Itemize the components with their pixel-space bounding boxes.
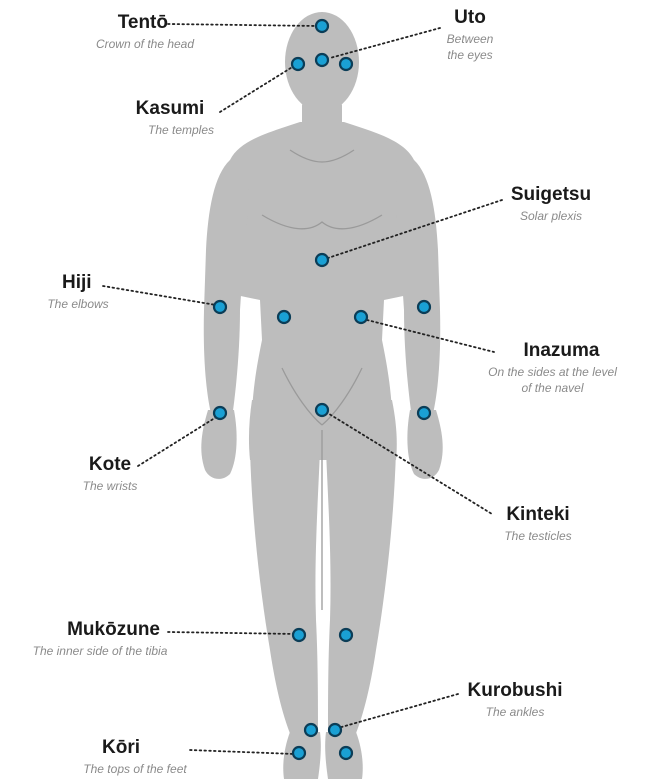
label-kori: Kōri The tops of the feet (60, 737, 210, 777)
label-inazuma-name: Inazuma (460, 340, 645, 362)
label-uto: Uto Between the eyes (430, 7, 510, 62)
label-tento-desc: Crown of the head (70, 38, 220, 52)
label-suigetsu-desc: Solar plexis (496, 210, 606, 224)
label-kote-desc: The wrists (60, 480, 160, 494)
label-suigetsu-name: Suigetsu (496, 184, 606, 206)
point-kurobushi-left (305, 724, 317, 736)
label-kurobushi-name: Kurobushi (450, 680, 580, 702)
right-leg-shape (326, 450, 396, 738)
label-tento: Tentō Crown of the head (70, 12, 220, 52)
left-leg-shape (250, 450, 320, 738)
label-kurobushi-desc: The ankles (450, 706, 580, 720)
right-hand-shape (407, 410, 442, 479)
label-kinteki-desc: The testicles (483, 530, 593, 544)
label-uto-desc-1: Between (430, 33, 510, 47)
point-kurobushi-right (329, 724, 341, 736)
label-hiji-name: Hiji (28, 272, 128, 294)
label-kori-desc: The tops of the feet (60, 763, 210, 777)
point-hiji-left (214, 301, 226, 313)
label-mukozune-desc: The inner side of the tibia (0, 645, 200, 659)
point-inazuma-left (278, 311, 290, 323)
label-kote-name: Kote (60, 454, 160, 476)
label-tento-name: Tentō (70, 12, 220, 34)
label-kasumi: Kasumi The temples (110, 98, 230, 138)
leader-kasumi (220, 66, 294, 112)
label-hiji-desc: The elbows (28, 298, 128, 312)
body-silhouette (201, 12, 442, 779)
label-hiji: Hiji The elbows (28, 272, 128, 312)
label-inazuma-desc-1: On the sides at the level (460, 366, 645, 380)
label-kori-name: Kōri (60, 737, 210, 759)
label-kinteki-name: Kinteki (483, 504, 593, 526)
point-mukozune-right (340, 629, 352, 641)
label-mukozune-name: Mukōzune (0, 619, 200, 641)
point-kasumi-left (292, 58, 304, 70)
label-kurobushi: Kurobushi The ankles (450, 680, 580, 720)
label-suigetsu: Suigetsu Solar plexis (496, 184, 606, 224)
label-kinteki: Kinteki The testicles (483, 504, 593, 544)
point-uto (316, 54, 328, 66)
point-inazuma-right (355, 311, 367, 323)
point-kote-right (418, 407, 430, 419)
label-kasumi-desc: The temples (110, 124, 230, 138)
left-hand-shape (201, 410, 236, 479)
label-uto-name: Uto (430, 7, 510, 29)
label-kote: Kote The wrists (60, 454, 160, 494)
label-inazuma-desc-2: of the navel (460, 382, 645, 396)
point-kinteki (316, 404, 328, 416)
point-kote-left (214, 407, 226, 419)
point-mukozune-left (293, 629, 305, 641)
point-suigetsu (316, 254, 328, 266)
label-mukozune: Mukōzune The inner side of the tibia (0, 619, 200, 659)
label-inazuma: Inazuma On the sides at the level of the… (460, 340, 645, 395)
point-kori-right (340, 747, 352, 759)
point-kasumi-right (340, 58, 352, 70)
point-hiji-right (418, 301, 430, 313)
point-tento (316, 20, 328, 32)
label-kasumi-name: Kasumi (110, 98, 230, 120)
label-uto-desc-2: the eyes (430, 49, 510, 63)
point-kori-left (293, 747, 305, 759)
